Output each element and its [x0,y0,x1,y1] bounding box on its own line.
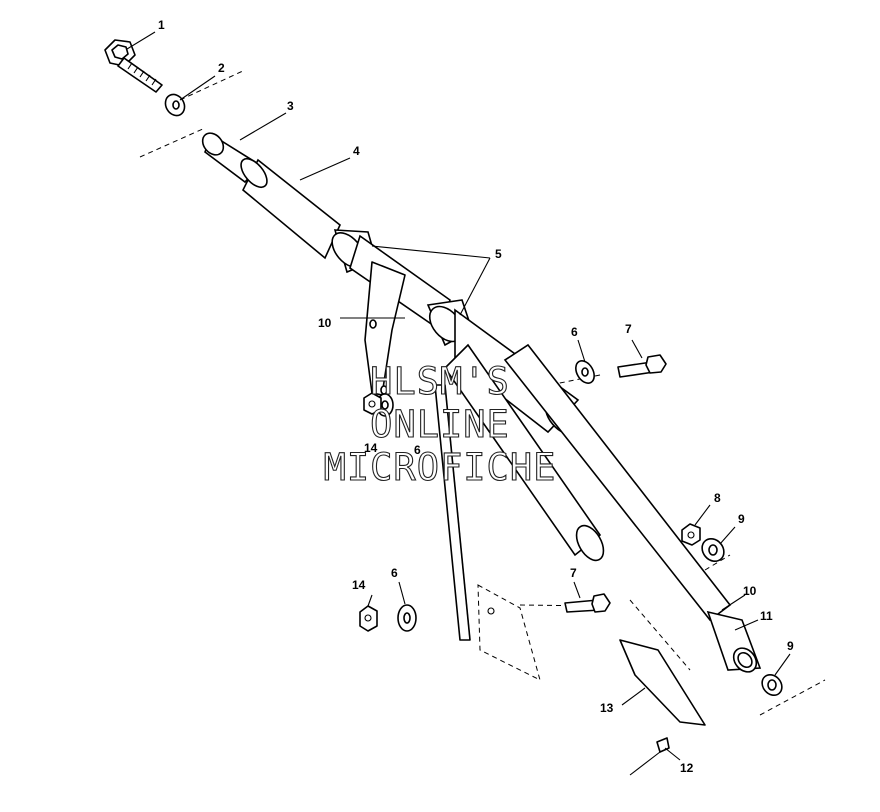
callout-7-right: 7 [625,322,632,336]
callout-10-lower: 10 [743,584,757,598]
bolt-bottom [564,593,611,613]
blade [619,639,706,726]
watermark-line-2: ONLINE [370,403,510,446]
watermark-line-3: MICROFICHE [324,446,557,489]
callout-3: 3 [287,99,294,113]
callout-14-lower: 14 [352,578,366,592]
washer [164,93,186,117]
callout-4: 4 [353,144,360,158]
callout-9-lower: 9 [787,639,794,653]
flat-plate [434,384,471,641]
hex-bolt [104,39,163,93]
callout-11: 11 [760,609,773,623]
nut-right [681,523,701,546]
callout-14-upper: 14 [364,441,378,455]
mounting-plate [477,584,541,681]
callout-7-lower: 7 [570,566,577,580]
callout-6-right: 6 [571,325,578,339]
watermark-line-1: HLSM'S [370,360,510,403]
callout-2: 2 [218,61,225,75]
leader-lines [126,31,791,761]
center-lines [139,69,826,716]
callout-1: 1 [158,18,165,32]
callout-13: 13 [600,701,614,715]
callout-6-mid: 6 [414,443,421,457]
bolt-right [617,354,667,378]
watermark: HLSM'S ONLINE MICROFICHE [323,359,557,489]
long-rod [503,343,762,673]
callout-6-lower: 6 [391,566,398,580]
lower-tube [443,343,605,562]
callout-8: 8 [714,491,721,505]
nut-left [363,392,382,415]
callout-12: 12 [680,761,694,775]
callout-9-upper: 9 [738,512,745,526]
callout-10-upper: 10 [318,316,332,330]
screw [629,737,670,776]
washer-bottom [397,604,417,632]
washer-right [575,360,595,384]
washer-9-bottom [761,673,783,697]
callout-5: 5 [495,247,502,261]
nut-bottom [359,605,378,632]
callouts: 1 2 3 4 5 10 6 7 14 6 8 9 14 6 7 10 11 9… [158,18,794,775]
